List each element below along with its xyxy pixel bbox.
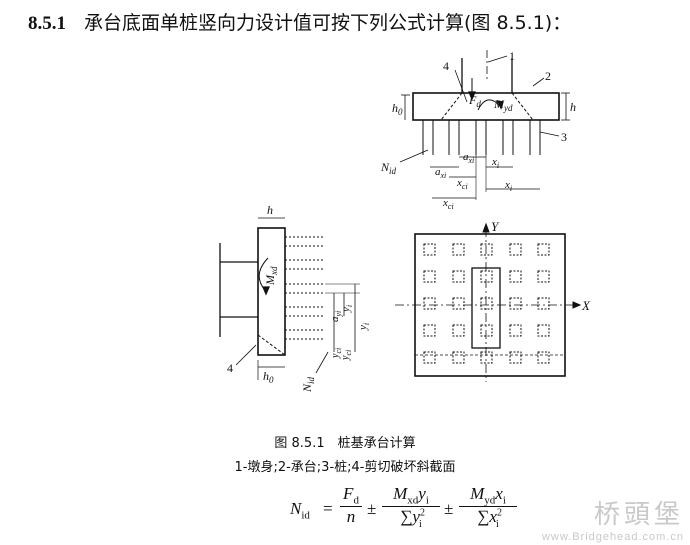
formula-pm-1: ± xyxy=(367,499,377,518)
elev-myd-label: Myd xyxy=(493,97,513,113)
elev-label-2: 2 xyxy=(545,69,551,83)
formula-term-3: Mydxi ∑x2i xyxy=(459,484,517,530)
plan-view xyxy=(395,222,582,382)
plan-piles xyxy=(423,243,550,364)
elev-h-label: h xyxy=(570,100,576,114)
section-heading: 8.5.1 承台底面单桩竖向力设计值可按下列公式计算(图 8.5.1)： xyxy=(28,8,571,35)
elev-axi-label-b: axi xyxy=(435,166,446,180)
figure-legend: 1-墩身;2-承台;3-桩;4-剪切破坏斜截面 xyxy=(234,460,456,475)
formula-pm-2: ± xyxy=(444,499,454,518)
side-yi-label-b: yi xyxy=(357,323,371,331)
figure-caption: 图 8.5.1 桩基承台计算 xyxy=(274,436,416,451)
elev-fd-label: Fd xyxy=(468,93,481,109)
elev-xci-label-a: xci xyxy=(456,177,468,191)
side-nid-label: Nid xyxy=(300,376,316,393)
watermark-url: www.Bridgehead.com.cn xyxy=(541,531,684,543)
side-ayi-label: ayi xyxy=(329,311,343,322)
side-mxd-label: Mxd xyxy=(263,266,279,286)
elev-label-3: 3 xyxy=(561,130,567,144)
plan-x-axis-label: X xyxy=(581,298,591,313)
side-h-label: h xyxy=(267,203,273,217)
elevation-labels: 1 2 3 4 Fd Myd h h0 Nid axi axi xci xci … xyxy=(380,49,576,211)
elev-nid-label: Nid xyxy=(380,160,397,176)
plan-y-axis-label: Y xyxy=(491,219,500,234)
watermark-logo: 桥頭堡 xyxy=(593,500,684,530)
elev-label-4: 4 xyxy=(443,59,449,73)
side-label-4: 4 xyxy=(227,361,233,375)
section-text: 承台底面单桩竖向力设计值可按下列公式计算(图 8.5.1)： xyxy=(84,12,572,34)
side-view xyxy=(219,217,360,380)
elev-xci-label-b: xci xyxy=(442,197,454,211)
plan-labels: X Y xyxy=(491,219,591,313)
side-h0-label: h0 xyxy=(263,369,274,385)
section-number: 8.5.1 xyxy=(28,13,66,34)
formula-lhs: Nid xyxy=(290,499,310,522)
elevation-view xyxy=(399,50,570,200)
formula-term-1: Fd n xyxy=(340,484,362,527)
side-yci-label-b: yci xyxy=(340,350,353,361)
elev-xi-label-a: xi xyxy=(491,156,499,170)
side-yi-label-a: yi xyxy=(340,305,354,313)
formula-term-2: Mxdyi ∑y2i xyxy=(382,484,440,530)
elevation-piles xyxy=(422,120,541,155)
elev-label-1: 1 xyxy=(509,49,515,63)
formula-eq: = xyxy=(323,499,333,518)
watermark: 桥頭堡 www.Bridgehead.com.cn xyxy=(542,494,684,543)
elev-xi-label-b: xi xyxy=(504,179,512,193)
elev-axi-label-a: axi xyxy=(463,151,474,165)
side-yci-label-a: yci xyxy=(330,348,343,359)
elev-h0-label: h0 xyxy=(392,101,403,117)
side-labels: h Mxd ayi yi yi yci yci h0 4 Nid xyxy=(227,203,371,393)
